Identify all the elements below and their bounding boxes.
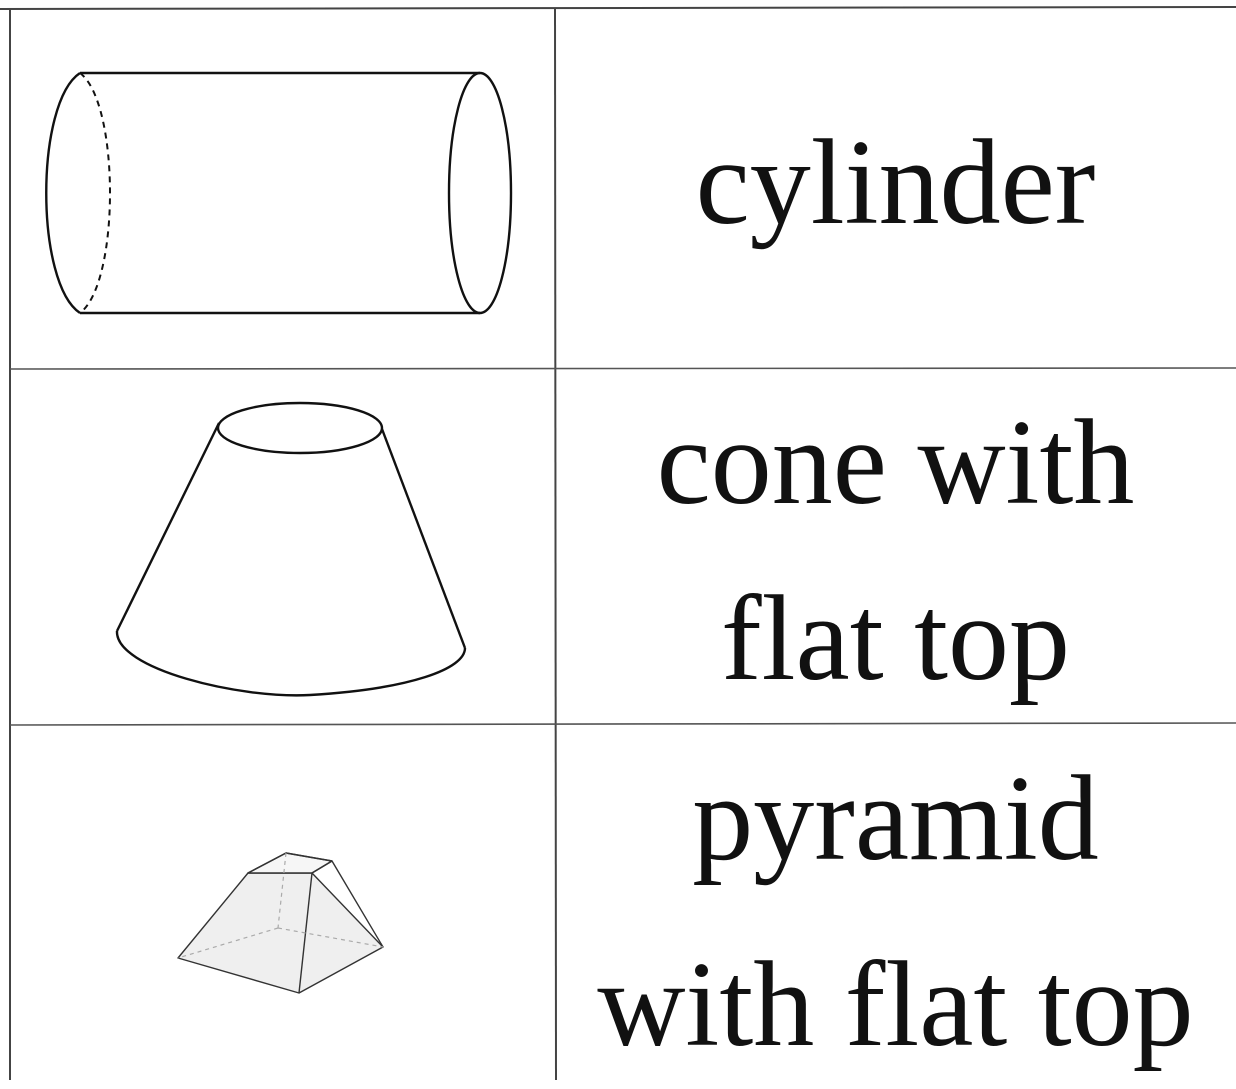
- cylinder-label: cylinder: [695, 114, 1096, 250]
- truncated-pyramid-icon: [177, 852, 384, 994]
- truncated-cone-icon: [115, 401, 467, 697]
- cone-label-cell: cone with flat top: [555, 369, 1236, 725]
- pyramid-figure-cell: [10, 725, 555, 1080]
- cylinder-icon: [45, 71, 513, 315]
- grid-row-line-1: [9, 367, 1236, 370]
- cone-figure-cell: [10, 369, 555, 725]
- pyramid-label-cell: pyramid with flat top: [555, 725, 1236, 1080]
- grid-top-line: [0, 6, 1236, 10]
- cylinder-label-cell: cylinder: [555, 8, 1236, 369]
- pyramid-label-line-2: with flat top: [597, 936, 1194, 1072]
- grid-row-line-2: [9, 722, 1236, 726]
- cone-label-line-1: cone with: [656, 395, 1135, 530]
- pyramid-label-line-1: pyramid: [692, 750, 1099, 886]
- cylinder-figure-cell: [10, 8, 555, 369]
- cone-label-line-2: flat top: [721, 571, 1070, 706]
- grid-middle-line: [554, 7, 557, 1080]
